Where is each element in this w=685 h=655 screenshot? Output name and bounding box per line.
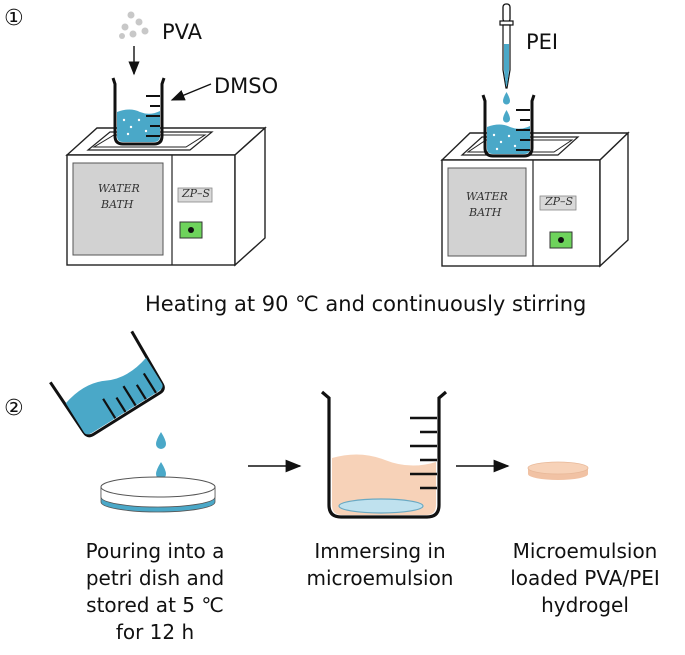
caption-result: Microemulsion loaded PVA/PEI hydrogel — [490, 538, 680, 619]
model-label-left: ZP–S — [182, 187, 211, 200]
water-bath-right — [440, 131, 630, 268]
caption-result-line-3: hydrogel — [541, 593, 629, 617]
water-bath-left — [65, 126, 267, 267]
water-bath-left-label-2: BATH — [101, 198, 134, 211]
caption-immersing-line-2: microemulsion — [306, 566, 454, 590]
step-2-marker: ② — [4, 396, 24, 421]
hydrogel-disc — [527, 461, 589, 480]
caption-pouring-line-3: stored at 5 ℃ — [86, 593, 224, 617]
caption-pouring-line-4: for 12 h — [115, 620, 195, 644]
caption-result-line-2: loaded PVA/PEI — [510, 566, 660, 590]
caption-pouring-line-1: Pouring into a — [85, 539, 225, 563]
beaker-pva-dmso — [111, 77, 166, 146]
caption-pouring-line-2: petri dish and — [85, 566, 225, 590]
beaker-pei — [481, 94, 536, 158]
immersion-beaker — [320, 390, 448, 519]
dmso-arrow — [170, 83, 212, 101]
dmso-label: DMSO — [214, 74, 279, 98]
caption-result-line-1: Microemulsion — [512, 539, 658, 563]
pei-label: PEI — [526, 30, 559, 54]
pipette-icon — [499, 3, 514, 123]
petri-dish — [100, 476, 216, 513]
step-1-marker: ① — [4, 6, 24, 31]
pva-label: PVA — [162, 20, 203, 44]
water-bath-right-label-1: WATER — [466, 190, 508, 203]
caption-immersing-line-1: Immersing in — [314, 539, 446, 563]
caption-immersing: Immersing in microemulsion — [285, 538, 475, 592]
water-bath-right-label-2: BATH — [469, 206, 502, 219]
water-bath-left-label-1: WATER — [98, 182, 140, 195]
pour-drop-1 — [156, 432, 166, 449]
model-label-right: ZP–S — [545, 195, 574, 208]
pouring-beaker — [49, 330, 165, 438]
caption-pouring: Pouring into a petri dish and stored at … — [40, 538, 270, 646]
pour-drop-2 — [156, 462, 166, 479]
pva-powder-icon — [119, 11, 149, 39]
step1-caption: Heating at 90 ℃ and continuously stirrin… — [145, 292, 587, 316]
